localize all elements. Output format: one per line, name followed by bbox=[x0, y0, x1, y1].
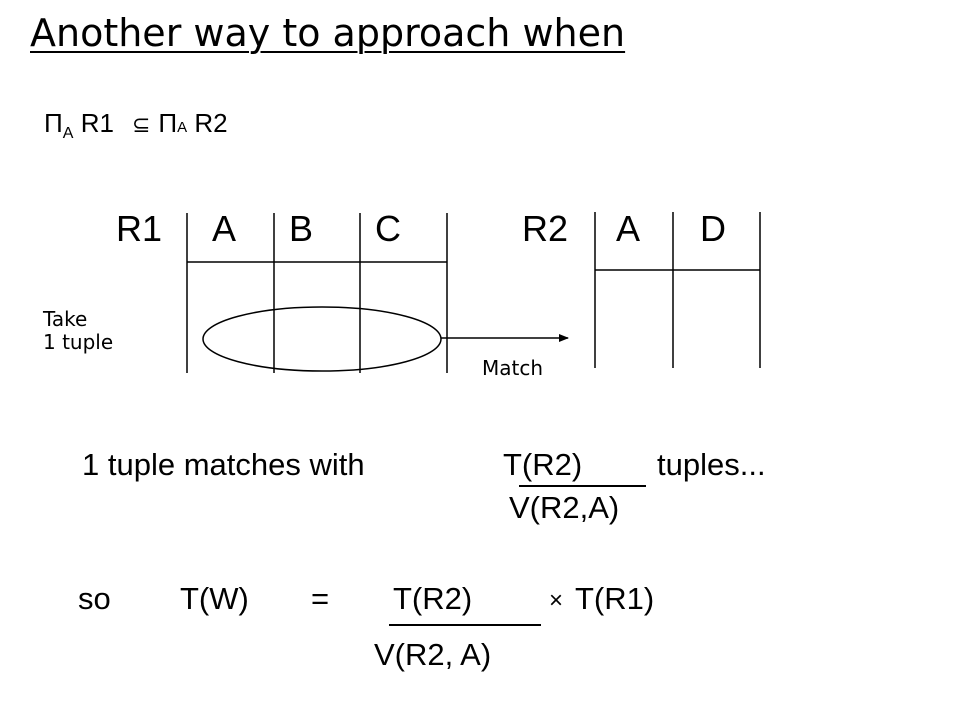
table-r1-column-b: B bbox=[289, 208, 314, 249]
table-r1-column-a: A bbox=[212, 208, 237, 249]
subset-symbol: ⊆ bbox=[131, 113, 151, 138]
tuple-selection-ellipse bbox=[202, 306, 442, 372]
table-r2-grid bbox=[594, 212, 761, 368]
table-r2-column-d: D bbox=[700, 208, 726, 249]
formula-so: so bbox=[78, 581, 111, 616]
take-label-line-1: Take bbox=[43, 307, 88, 331]
projection-attribute-2: A bbox=[177, 119, 188, 136]
take-label-line-2: 1 tuple bbox=[43, 330, 114, 354]
table-r1-column-c: C bbox=[375, 208, 401, 249]
formula-numerator: T(R2) bbox=[393, 581, 473, 616]
table-r2-column-a: A bbox=[616, 208, 641, 249]
formula-times-symbol: × bbox=[549, 587, 564, 614]
projection-symbol-1: Π bbox=[44, 108, 63, 138]
projection-condition: ΠA R1⊆ΠA R2 bbox=[44, 110, 228, 142]
slide-title: Another way to approach when bbox=[30, 11, 626, 55]
statement-numerator: T(R2) bbox=[503, 447, 583, 482]
match-label: Match bbox=[482, 356, 544, 380]
formula-denominator: V(R2, A) bbox=[374, 637, 492, 672]
table-r1-grid bbox=[186, 213, 448, 373]
formula-lhs: T(W) bbox=[180, 581, 249, 616]
formula-equals: = bbox=[311, 581, 330, 616]
projection-symbol-2: Π bbox=[158, 108, 178, 138]
formula-factor: T(R1) bbox=[575, 581, 655, 616]
statement-prefix: 1 tuple matches with bbox=[82, 447, 365, 482]
statement-suffix: tuples... bbox=[657, 447, 766, 482]
table-r2-name: R2 bbox=[522, 208, 569, 249]
take-tuple-label: Take 1 tuple bbox=[43, 308, 113, 354]
table-r1-name: R1 bbox=[116, 208, 163, 249]
relation-r1-label: R1 bbox=[80, 108, 114, 138]
statement-denominator: V(R2,A) bbox=[509, 490, 620, 525]
projection-attribute-1: A bbox=[62, 125, 74, 142]
relation-r2-label: R2 bbox=[194, 108, 228, 138]
